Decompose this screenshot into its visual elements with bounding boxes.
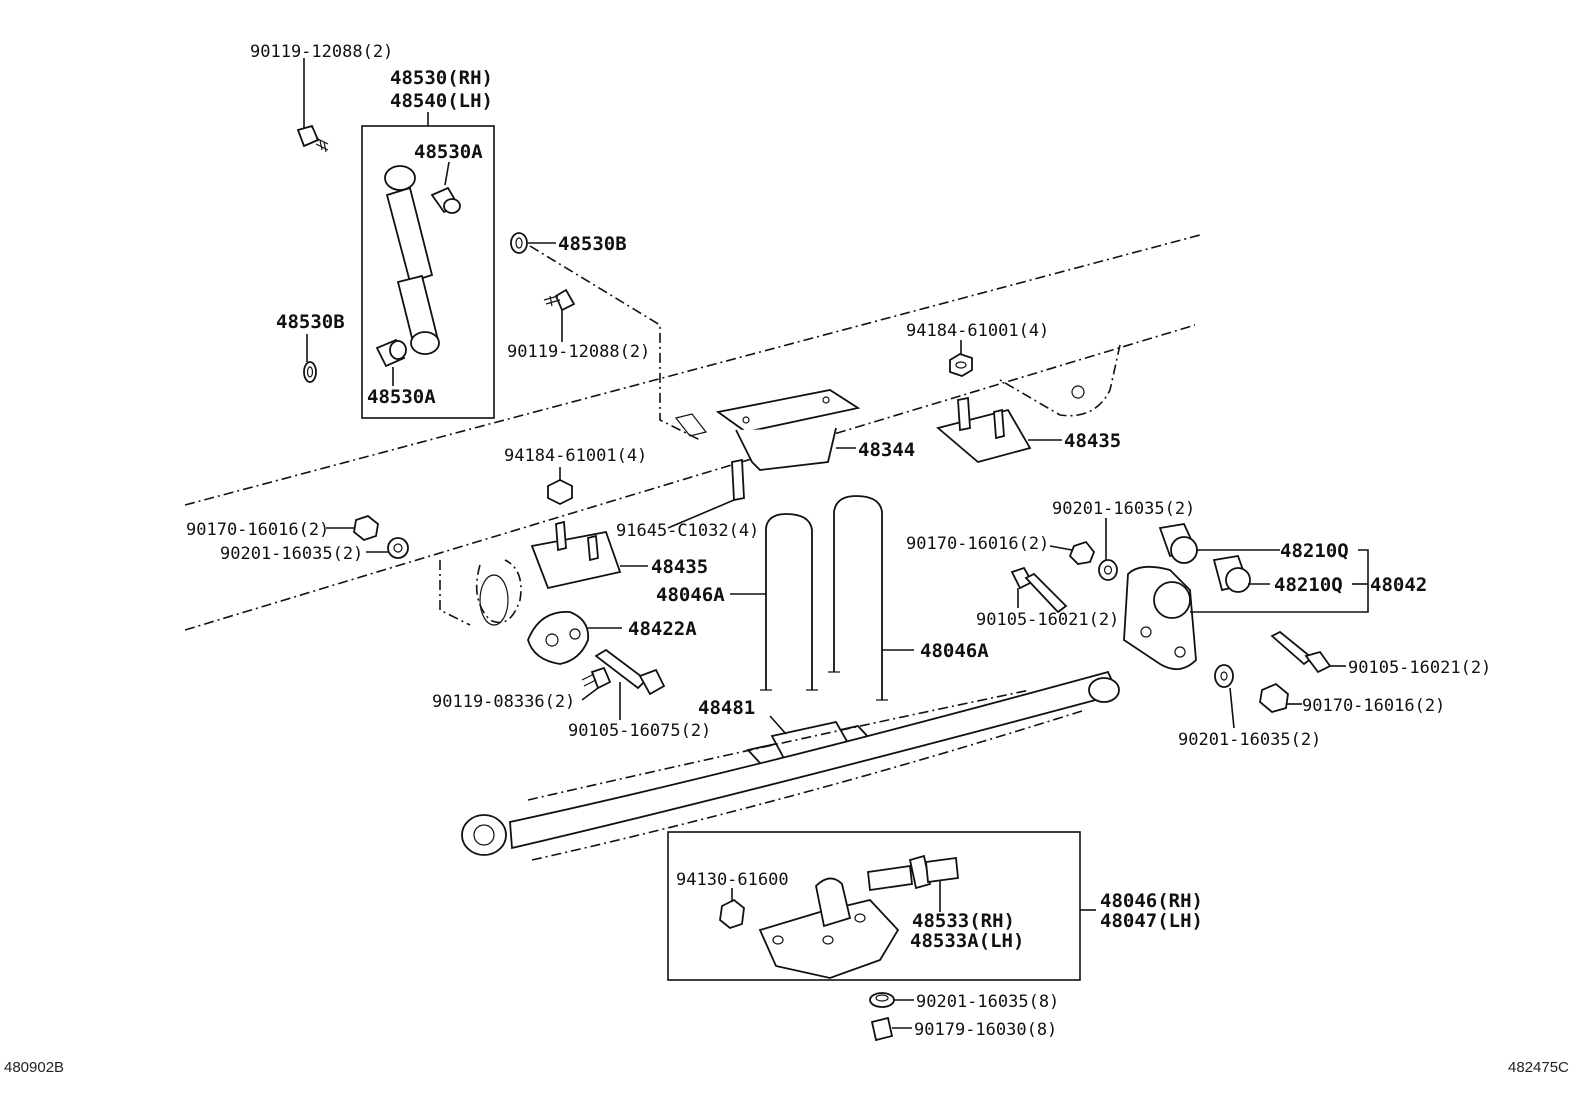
spring-hanger xyxy=(758,877,900,979)
washer-90201-16035-bottom xyxy=(1214,664,1234,688)
label-48481: 48481 xyxy=(698,697,755,719)
label-48047-lh: 48047(LH) xyxy=(1100,910,1203,932)
label-90105-16075: 90105-16075(2) xyxy=(568,721,711,741)
label-48210Q-a: 48210Q xyxy=(1280,540,1349,562)
nut-90170-16016-right xyxy=(1259,682,1289,713)
label-90119-12088-mid: 90119-12088(2) xyxy=(507,342,650,362)
nut-94130-61600 xyxy=(719,898,745,930)
nut-90179-16030-8 xyxy=(870,1016,894,1042)
bolt-90105-16075 xyxy=(594,648,666,696)
spacer-48422A xyxy=(527,611,590,665)
label-94184-61001-left: 94184-61001(4) xyxy=(504,446,647,466)
label-48530B-left: 48530B xyxy=(276,311,345,333)
label-90170-16016-left: 90170-16016(2) xyxy=(186,520,329,540)
bolt-90105-16021-right xyxy=(1270,630,1332,674)
label-90170-16016-mid: 90170-16016(2) xyxy=(906,534,1049,554)
washer-90201-16035-8 xyxy=(869,992,895,1008)
label-48435-right: 48435 xyxy=(1064,430,1121,452)
label-90105-16021-mid: 90105-16021(2) xyxy=(976,610,1119,630)
label-48540-lh: 48540(LH) xyxy=(390,90,493,112)
washer-90201-16035-left xyxy=(387,537,409,559)
footer-right-code: 482475C xyxy=(1508,1059,1569,1076)
label-90105-16021-right: 90105-16021(2) xyxy=(1348,658,1491,678)
nut-90170-16016-left xyxy=(353,514,379,542)
frame-rail-outline xyxy=(184,234,1201,631)
label-48533-rh: 48533(RH) xyxy=(912,910,1015,932)
bolt-90119-12088-top xyxy=(296,124,329,153)
bolt-90119-12088-mid xyxy=(543,288,576,312)
label-90119-12088-top: 90119-12088(2) xyxy=(250,42,393,62)
label-90170-16016-right: 90170-16016(2) xyxy=(1302,696,1445,716)
label-48042: 48042 xyxy=(1370,574,1427,596)
bolt-90105-16021-mid xyxy=(1010,566,1068,614)
label-90201-16035-bottom: 90201-16035(2) xyxy=(1178,730,1321,750)
nut-90170-16016-mid xyxy=(1068,540,1096,565)
label-48435-left: 48435 xyxy=(651,556,708,578)
label-48210Q-b: 48210Q xyxy=(1274,574,1343,596)
label-48533A-lh: 48533A(LH) xyxy=(910,930,1024,952)
label-94130-61600: 94130-61600 xyxy=(676,870,789,890)
washer-48530B-right xyxy=(510,232,528,254)
label-48530A-bottom: 48530A xyxy=(367,386,436,408)
label-48046-rh: 48046(RH) xyxy=(1100,890,1203,912)
label-48530A-top: 48530A xyxy=(414,141,483,163)
label-90179-16030-8: 90179-16030(8) xyxy=(914,1020,1057,1040)
leaf-spring xyxy=(461,670,1120,861)
label-48530-rh: 48530(RH) xyxy=(390,67,493,89)
bolt-90119-08336 xyxy=(581,666,612,690)
washer-48530B-left xyxy=(303,361,317,383)
shackle-48042 xyxy=(1123,565,1197,670)
label-48046A-right: 48046A xyxy=(920,640,989,662)
bushing-48210Q-a xyxy=(1158,522,1198,564)
u-bolt-48046A-right xyxy=(828,495,888,701)
u-bolt-48046A-left xyxy=(760,513,818,691)
shock-absorber xyxy=(384,165,440,355)
spring-seat-48435-left xyxy=(530,520,622,590)
washer-90201-16035-top xyxy=(1098,559,1118,581)
label-90201-16035-8: 90201-16035(8) xyxy=(916,992,1059,1012)
bracket-48344 xyxy=(715,389,861,471)
label-48530B-right: 48530B xyxy=(558,233,627,255)
spring-hanger-frame xyxy=(667,831,1081,981)
label-48344: 48344 xyxy=(858,439,915,461)
label-90119-08336: 90119-08336(2) xyxy=(432,692,575,712)
bushing-48530A-bottom xyxy=(375,338,407,368)
label-90201-16035-top: 90201-16035(2) xyxy=(1052,499,1195,519)
bushing-48530A-top xyxy=(430,186,461,214)
nut-94184-61001-left xyxy=(547,478,573,506)
spring-seat-48435-right xyxy=(936,396,1032,463)
label-91645-C1032: 91645-C1032(4) xyxy=(616,521,759,541)
nut-94184-61001-right xyxy=(949,353,973,377)
bolt-48533 xyxy=(867,854,959,892)
label-94184-61001-right: 94184-61001(4) xyxy=(906,321,1049,341)
label-48046A-left: 48046A xyxy=(656,584,725,606)
bushing-48210Q-b xyxy=(1212,554,1251,593)
footer-left-code: 480902B xyxy=(4,1059,64,1076)
label-48422A: 48422A xyxy=(628,618,697,640)
label-90201-16035-left: 90201-16035(2) xyxy=(220,544,363,564)
bolt-91645-C1032 xyxy=(731,458,745,502)
